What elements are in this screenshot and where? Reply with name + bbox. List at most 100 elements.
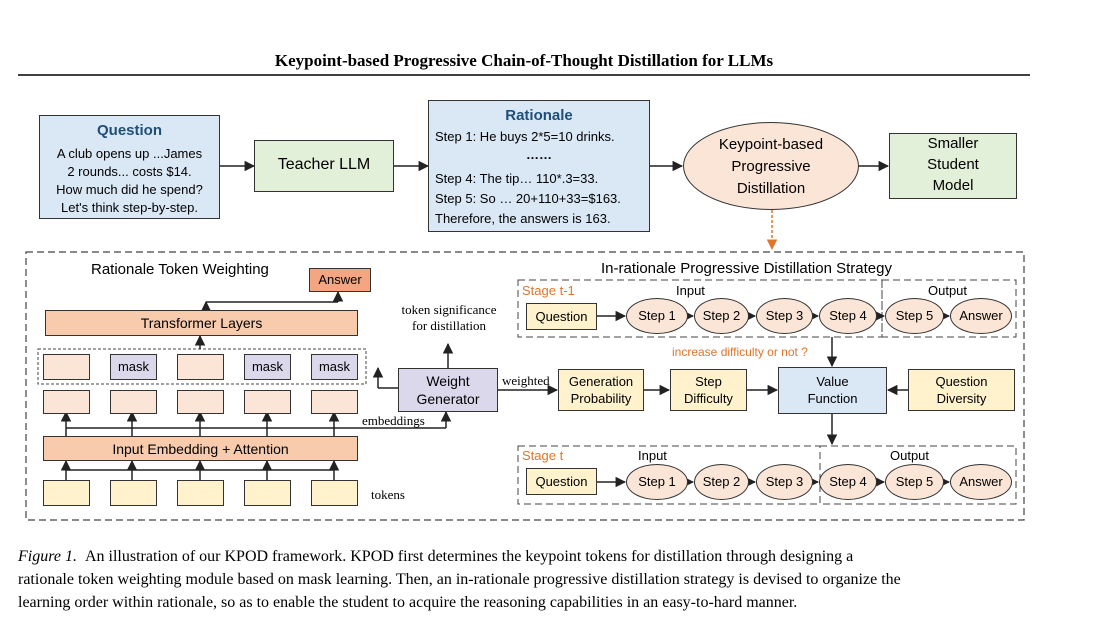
rationale-box: Rationale Step 1: He buys 2*5=10 drinks.…: [428, 100, 650, 232]
token-significance-label: token significance: [401, 302, 497, 317]
question-label: Question: [535, 474, 588, 489]
answer-label: Answer: [959, 474, 1003, 489]
stage2-input-label: Input: [638, 448, 667, 463]
stage2-step4: Step 4: [819, 464, 877, 500]
figure-caption-line: learning order within rationale, so as t…: [18, 594, 798, 611]
stage1-output-label: Output: [928, 283, 968, 298]
stage1-label: Stage t-1: [522, 283, 575, 298]
student-model-box: Smaller Student Model: [889, 133, 1017, 199]
page-title: Keypoint-based Progressive Chain-of-Thou…: [274, 51, 774, 70]
rationale-line: Step 5: So … 20+110+33=$163.: [435, 191, 621, 206]
stage1-step2: Step 2: [694, 298, 749, 334]
value-function-line: Value: [816, 374, 849, 389]
mask-token: mask: [110, 354, 157, 380]
token-box: [110, 480, 157, 506]
weighted-label: weighted: [502, 373, 550, 388]
kpd-line: Keypoint-based: [718, 136, 824, 153]
kpd-line: Distillation: [736, 180, 806, 197]
generation-probability-line: Generation: [568, 374, 634, 389]
stage2-output-label: Output: [890, 448, 930, 463]
mask-label: mask: [117, 359, 150, 374]
mask-token: mask: [244, 354, 291, 380]
step-label: Step 5: [895, 474, 934, 489]
question-label: Question: [535, 309, 588, 324]
stage1-step1: Step 1: [626, 298, 688, 334]
stage2-question-box: Question: [526, 468, 597, 495]
rtw-title: Rationale Token Weighting: [91, 261, 269, 278]
answer-label: Answer: [318, 272, 362, 287]
embedding-box: [43, 390, 90, 414]
question-diversity-line: Question: [935, 374, 988, 389]
caption-text: An illustration of our KPOD framework. K…: [84, 548, 854, 565]
embedding-arrows: [60, 410, 452, 436]
stage1-step3: Step 3: [756, 298, 813, 334]
mask-label: mask: [251, 359, 284, 374]
student-line: Student: [927, 156, 979, 173]
embedding-box: [110, 390, 157, 414]
stage2-step2: Step 2: [694, 464, 749, 500]
token-box: [43, 354, 90, 380]
token-significance-label: for distillation: [411, 318, 487, 333]
stage2-answer: Answer: [950, 464, 1012, 500]
question-line: A club opens up ...James: [56, 146, 203, 161]
token-box: [244, 480, 291, 506]
teacher-llm-box: Teacher LLM: [254, 140, 394, 192]
embedding-box: [244, 390, 291, 414]
step-label: Step 4: [829, 474, 867, 489]
stage1-answer: Answer: [950, 298, 1012, 334]
step-difficulty-box: Step Difficulty: [670, 369, 747, 411]
mask-token: mask: [311, 354, 358, 380]
stage2-step3: Step 3: [756, 464, 813, 500]
weight-generator-line: Generator: [416, 391, 480, 407]
rationale-line: ……: [526, 147, 552, 162]
question-box: Question A club opens up ...James 2 roun…: [39, 115, 220, 219]
token-box: [177, 480, 224, 506]
mask-label: mask: [318, 359, 351, 374]
question-line: How much did he spend?: [56, 182, 203, 197]
kpd-ellipse: Keypoint-based Progressive Distillation: [683, 122, 859, 210]
rationale-heading: Rationale: [505, 107, 573, 124]
rationale-line: Step 1: He buys 2*5=10 drinks.: [435, 129, 615, 144]
step-label: Step 1: [638, 474, 676, 489]
step-label: Step 2: [702, 474, 741, 489]
step-difficulty-line: Step: [695, 374, 722, 389]
stage1-input-label: Input: [676, 283, 705, 298]
question-line: 2 rounds... costs $14.: [67, 164, 192, 179]
weight-generator-box: Weight Generator: [398, 368, 498, 412]
step-label: Step 2: [702, 308, 741, 323]
embedding-box: [311, 390, 358, 414]
value-function-line: Function: [807, 391, 858, 406]
token-box: [43, 480, 90, 506]
question-heading: Question: [96, 122, 162, 139]
answer-label: Answer: [959, 308, 1003, 323]
detail-frame: [25, 251, 1025, 521]
generation-probability-box: Generation Probability: [558, 369, 644, 411]
token-box: [177, 354, 224, 380]
teacher-llm-label: Teacher LLM: [277, 156, 371, 173]
student-line: Smaller: [927, 135, 979, 152]
student-line: Model: [932, 177, 974, 194]
rationale-line: Step 4: The tip… 110*.3=33.: [435, 171, 599, 186]
stage1-question-box: Question: [526, 303, 597, 330]
stage2-label: Stage t: [522, 448, 564, 463]
question-diversity-box: Question Diversity: [908, 369, 1015, 411]
stage2-step1: Step 1: [626, 464, 688, 500]
stage2-step5: Step 5: [885, 464, 944, 500]
token-arrows: [60, 459, 340, 480]
rationale-line: Therefore, the answers is 163.: [435, 211, 611, 226]
tokens-label: tokens: [371, 487, 405, 502]
increase-difficulty-label: increase difficulty or not ?: [672, 345, 808, 359]
kpd-line: Progressive: [731, 158, 811, 175]
figure-caption-line: rationale token weighting module based o…: [18, 571, 901, 588]
mask-group-frame: [37, 348, 367, 385]
embeddings-label: embeddings: [362, 413, 425, 428]
figure-label: Figure 1.: [18, 548, 77, 565]
answer-box: Answer: [309, 268, 371, 292]
question-line: Let's think step-by-step.: [61, 200, 198, 215]
stage1-step4: Step 4: [819, 298, 877, 334]
input-embedding-attention-label: Input Embedding + Attention: [112, 441, 289, 457]
embedding-box: [177, 390, 224, 414]
stage1-output-frame: [881, 279, 1017, 338]
question-diversity-line: Diversity: [936, 391, 987, 406]
stage1-input-frame: [517, 279, 883, 338]
